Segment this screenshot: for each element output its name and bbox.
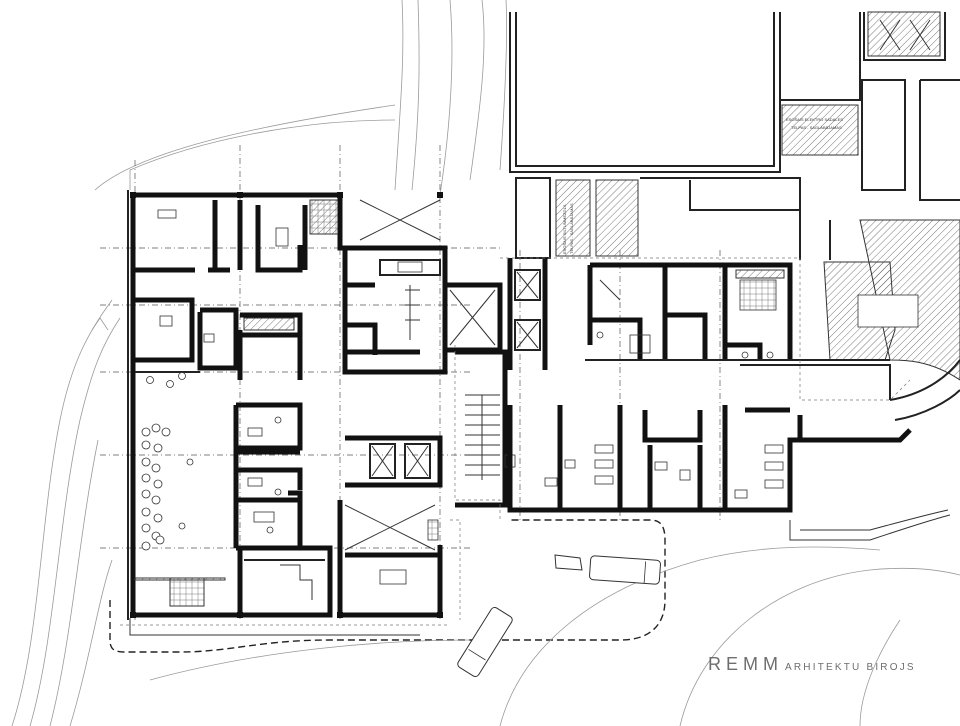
site-contours [11, 299, 121, 726]
stair-core [455, 349, 516, 508]
heating-room-note-2: TELPAS - SAGLABĀJAMAS [569, 203, 574, 254]
brand-subtitle: ARHITEKTU BIROJS [785, 662, 916, 673]
room-furniture-east [544, 331, 784, 499]
site-paving [109, 519, 960, 726]
west-block [127, 190, 343, 620]
east-curved-wall [789, 359, 960, 541]
site-road [94, 0, 508, 196]
waiting-area-seating [141, 372, 194, 551]
east-block [454, 257, 912, 520]
heating-room-note-1: ESOŠAIS SILTUMMEZGLS [562, 204, 567, 254]
existing-building: ESOŠAIS ELEKTRO SADALES TELPAS - SAGLABĀ… [509, 11, 960, 381]
parked-car-1 [589, 555, 661, 585]
electrical-room-note-1: ESOŠAIS ELEKTRO SADALES [786, 117, 843, 122]
parked-car-2 [457, 606, 513, 678]
electrical-room-note-2: TELPAS - SAGLABĀJAMAS [791, 125, 842, 130]
brand-name: REMM [708, 654, 783, 674]
room-furniture-west [157, 209, 289, 534]
